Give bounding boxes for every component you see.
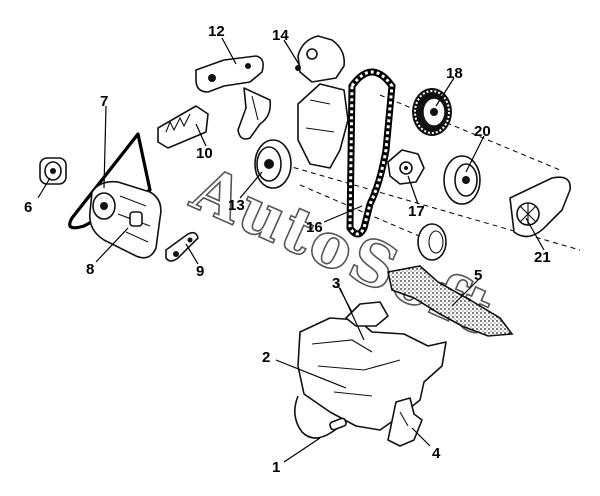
part-8-alternator <box>88 180 162 259</box>
callout-16: 16 <box>306 219 323 236</box>
part-7-drive-belt <box>68 132 152 230</box>
callout-2: 2 <box>262 349 270 366</box>
part-13-pulley <box>254 139 292 189</box>
callout-20: 20 <box>474 123 491 140</box>
part-14-upper-cover <box>295 35 346 83</box>
callout-10: 10 <box>196 145 213 162</box>
callout-1: 1 <box>272 459 280 476</box>
callout-3: 3 <box>332 275 340 292</box>
callout-4: 4 <box>432 445 441 462</box>
part-4-clip <box>387 397 423 447</box>
callout-18: 18 <box>446 65 463 82</box>
part-20-pulley <box>443 155 481 205</box>
callout-13: 13 <box>228 197 245 214</box>
callout-6: 6 <box>24 199 32 216</box>
part-17-tensioner <box>387 149 425 185</box>
part-6-small-pulley <box>39 157 67 185</box>
small-gear <box>417 223 447 261</box>
callout-21: 21 <box>534 249 551 266</box>
part-21-bracket <box>509 176 571 238</box>
leader-lines <box>37 37 545 463</box>
part-12-mounting-bracket <box>195 55 272 140</box>
part-5-gasket <box>387 265 514 337</box>
callout-12: 12 <box>208 23 225 40</box>
callout-17: 17 <box>408 203 425 220</box>
part-1-sensor-wire <box>294 395 347 439</box>
callout-9: 9 <box>196 263 204 280</box>
part-18-sprocket <box>412 88 452 136</box>
callout-5: 5 <box>474 267 482 284</box>
callout-7: 7 <box>100 93 108 110</box>
part-16-timing-belt <box>346 68 396 238</box>
callout-14: 14 <box>272 27 289 44</box>
part-9-small-bracket <box>165 231 199 262</box>
callout-labels: 1 2 3 4 5 6 7 8 9 10 12 13 14 16 17 18 2… <box>24 23 551 476</box>
part-10-shield-plate <box>157 105 209 149</box>
callout-8: 8 <box>86 261 94 278</box>
inner-timing-cover <box>297 83 349 169</box>
